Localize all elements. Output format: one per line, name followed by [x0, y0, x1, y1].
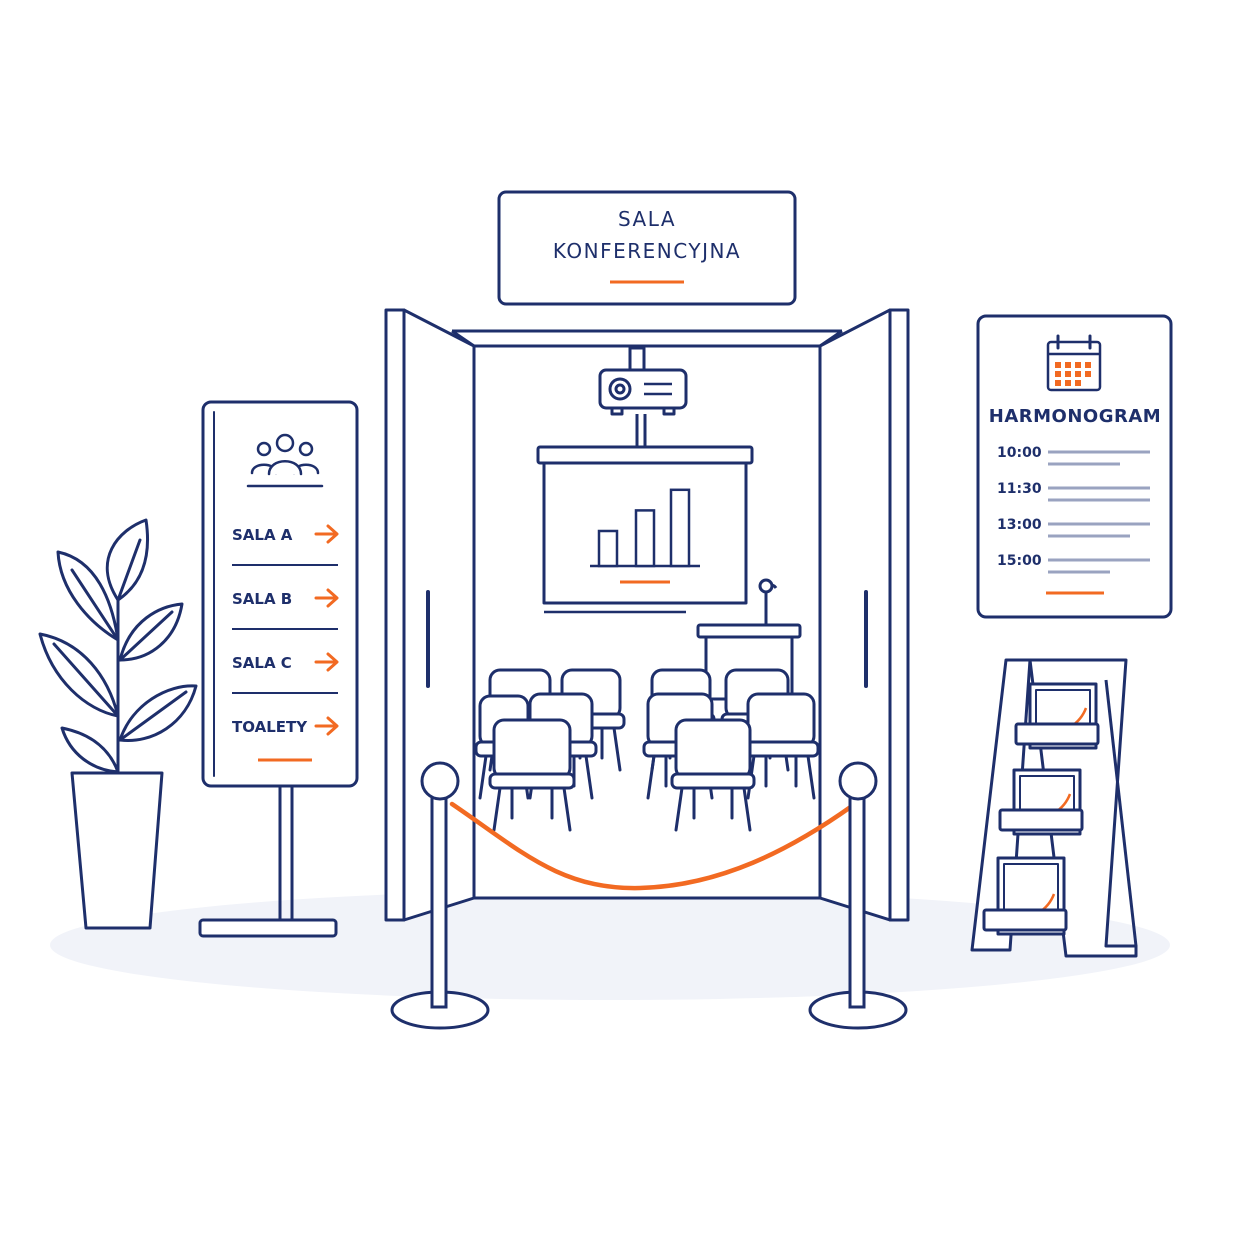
- plant-leaf: [60, 726, 120, 774]
- calendar-dot: [1085, 371, 1091, 377]
- calendar-dot: [1065, 362, 1071, 368]
- directory-item-label: SALA C: [232, 654, 292, 672]
- room-sign: SALA KONFERENCYJNA: [497, 190, 797, 306]
- chair: [742, 692, 820, 800]
- brochure: [998, 768, 1084, 836]
- velvet-rope: [449, 801, 855, 891]
- directory-sign-panel: [201, 400, 359, 788]
- calendar-dot: [1065, 371, 1071, 377]
- calendar-icon: [1046, 334, 1102, 392]
- potted-plant: [38, 518, 198, 930]
- calendar-dot: [1075, 371, 1081, 377]
- calendar-dot: [1075, 362, 1081, 368]
- chair: [488, 718, 576, 832]
- calendar-dot: [1055, 371, 1061, 377]
- arrow-right-icon: [314, 588, 339, 608]
- calendar-dot: [1065, 380, 1071, 386]
- plant-leaf: [105, 518, 150, 602]
- arrow-right-icon: [314, 524, 339, 544]
- brochure: [1014, 682, 1100, 750]
- chair: [670, 718, 756, 832]
- room-interior: [451, 329, 843, 900]
- calendar-dot: [1055, 362, 1061, 368]
- left-door: [384, 308, 476, 922]
- projector: [598, 346, 688, 446]
- directory-sign: [198, 400, 359, 938]
- right-door: [818, 308, 910, 922]
- calendar-dot: [1085, 362, 1091, 368]
- arrow-right-icon: [314, 716, 339, 736]
- arrow-right-icon: [314, 652, 339, 672]
- chart-bar: [597, 529, 619, 568]
- calendar-dot: [1055, 380, 1061, 386]
- schedule-title: HARMONOGRAM: [989, 406, 1161, 427]
- directory-item-label: SALA A: [232, 526, 293, 544]
- room-sign-line2: KONFERENCYJNA: [553, 239, 741, 263]
- room-sign-line1: SALA: [618, 207, 676, 231]
- directory-item-label: TOALETY: [232, 718, 308, 736]
- brochure: [982, 856, 1068, 936]
- lectern: [696, 578, 802, 701]
- schedule-time: 10:00: [997, 445, 1042, 461]
- screen-bar-chart: [590, 488, 700, 568]
- schedule-board: HARMONOGRAM 10:00 11:30 13:00 15:00: [976, 314, 1173, 619]
- chart-bar: [669, 488, 691, 568]
- chair-rows: [474, 668, 820, 832]
- schedule-time: 15:00: [997, 553, 1042, 569]
- left-stanchion: [390, 761, 490, 1030]
- directory-item-label: SALA B: [232, 590, 292, 608]
- schedule-time: 13:00: [997, 517, 1042, 533]
- brochure-stand: [970, 658, 1138, 958]
- schedule-time: 11:30: [997, 481, 1042, 497]
- right-stanchion: [808, 761, 908, 1030]
- people-group-icon: [246, 433, 324, 488]
- calendar-dot: [1075, 380, 1081, 386]
- plant-pot: [70, 771, 164, 930]
- chart-bar: [634, 509, 656, 568]
